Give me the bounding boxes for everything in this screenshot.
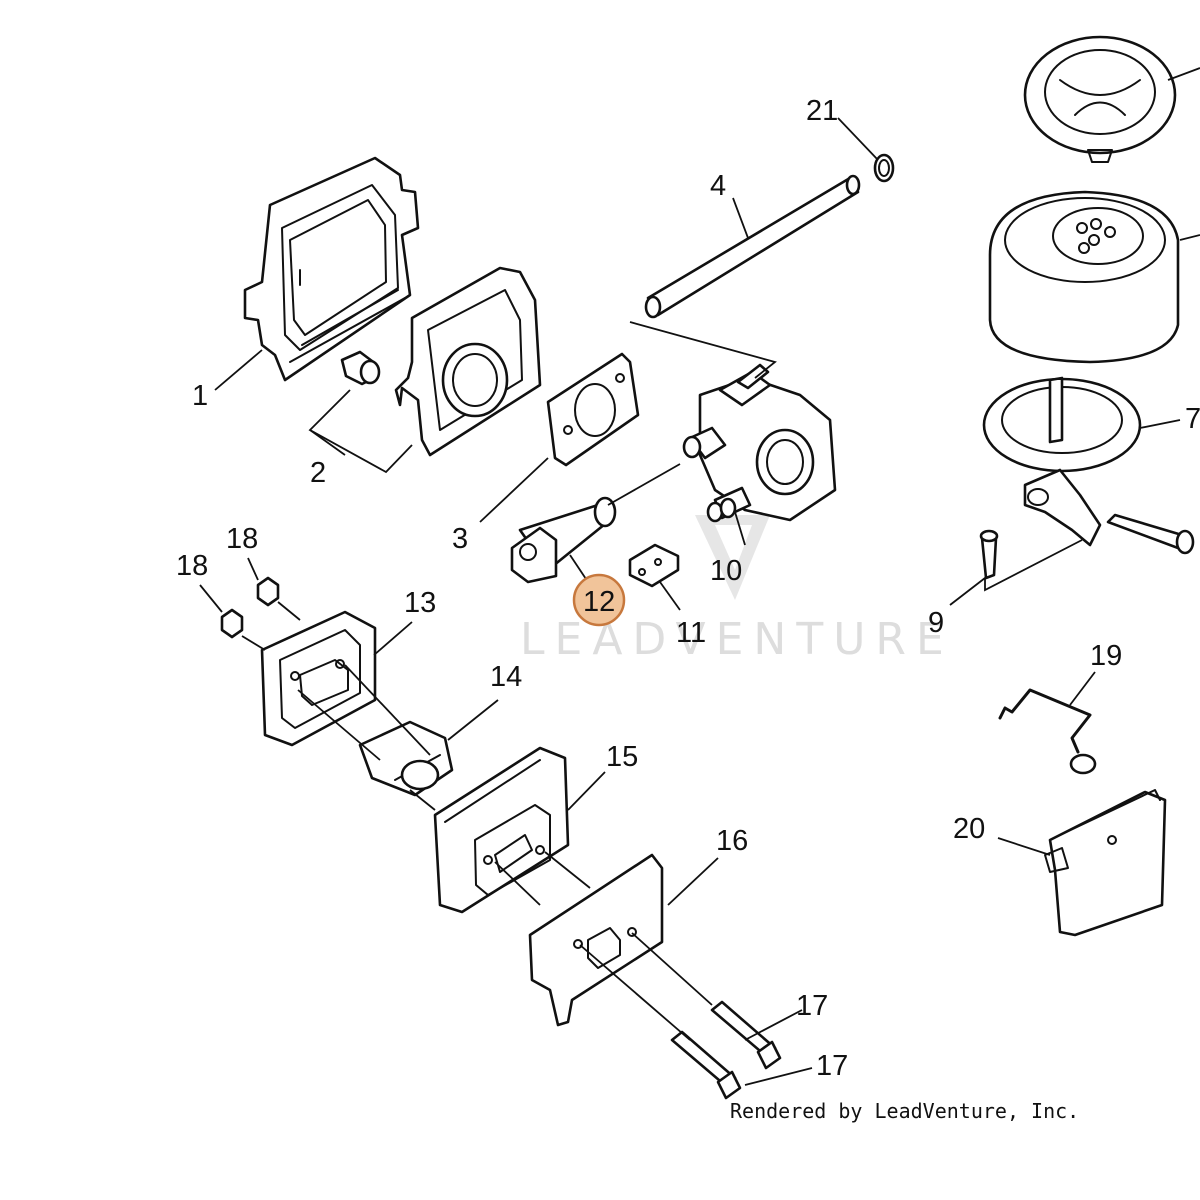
callout-labels: 1 2 3 4 21 10 11 12 18 18 13 14 15 16 17… <box>176 95 1200 1082</box>
part-2-fitting[interactable] <box>340 350 381 386</box>
part-21-ring[interactable] <box>873 153 895 183</box>
part-11-grommet[interactable] <box>628 543 680 588</box>
part-9-screw[interactable] <box>979 529 999 580</box>
callout-10: 10 <box>710 555 742 587</box>
part-air-filter-cover[interactable] <box>1023 35 1177 163</box>
callout-1: 1 <box>192 380 208 412</box>
leader-lines <box>199 67 1200 1086</box>
part-10-carburetor[interactable] <box>682 363 837 523</box>
callout-17-upper: 17 <box>796 990 828 1022</box>
callout-11: 11 <box>676 617 706 649</box>
part-16-muffler-gasket[interactable] <box>528 853 664 1027</box>
credit-text: Rendered by LeadVenture, Inc. <box>730 1099 1079 1123</box>
part-air-filter-element[interactable] <box>988 190 1180 364</box>
callout-2: 2 <box>310 457 326 489</box>
part-14-inlet-fitting[interactable] <box>358 720 454 797</box>
part-12-intake-tube[interactable] <box>510 496 617 584</box>
callout-12: 12 <box>583 586 615 618</box>
callout-4: 4 <box>710 170 726 202</box>
callout-20: 20 <box>953 813 985 845</box>
callout-14: 14 <box>490 661 522 693</box>
part-4-fuel-hose[interactable] <box>644 174 861 319</box>
callout-16: 16 <box>716 825 748 857</box>
part-13-spacer[interactable] <box>260 610 377 747</box>
part-17-bolt-lower[interactable] <box>670 1030 742 1100</box>
callout-13: 13 <box>404 587 436 619</box>
part-19-wire-bracket[interactable] <box>998 688 1097 775</box>
part-1-gasket-frame[interactable] <box>243 156 420 382</box>
part-17-bolt-upper[interactable] <box>710 1000 782 1070</box>
callout-19: 19 <box>1090 640 1122 672</box>
callout-18-upper: 18 <box>226 523 258 555</box>
part-2-holder[interactable] <box>394 266 542 457</box>
callout-17-lower: 17 <box>816 1050 848 1082</box>
part-18-nut-lower[interactable] <box>220 608 244 639</box>
part-7-filter-base[interactable] <box>982 376 1142 547</box>
part-screw-long[interactable] <box>1106 513 1195 555</box>
highlight-circle-12 <box>572 573 626 627</box>
callout-7: 7 <box>1185 403 1200 435</box>
part-15-muffler[interactable] <box>433 746 570 914</box>
callout-9: 9 <box>928 607 944 639</box>
callout-21: 21 <box>806 95 838 127</box>
part-3-gasket[interactable] <box>546 352 640 467</box>
callout-15: 15 <box>606 741 638 773</box>
callout-18-lower: 18 <box>176 550 208 582</box>
callout-3: 3 <box>452 523 468 555</box>
part-18-nut-upper[interactable] <box>256 576 280 607</box>
part-20-cover-plate[interactable] <box>1044 789 1167 937</box>
